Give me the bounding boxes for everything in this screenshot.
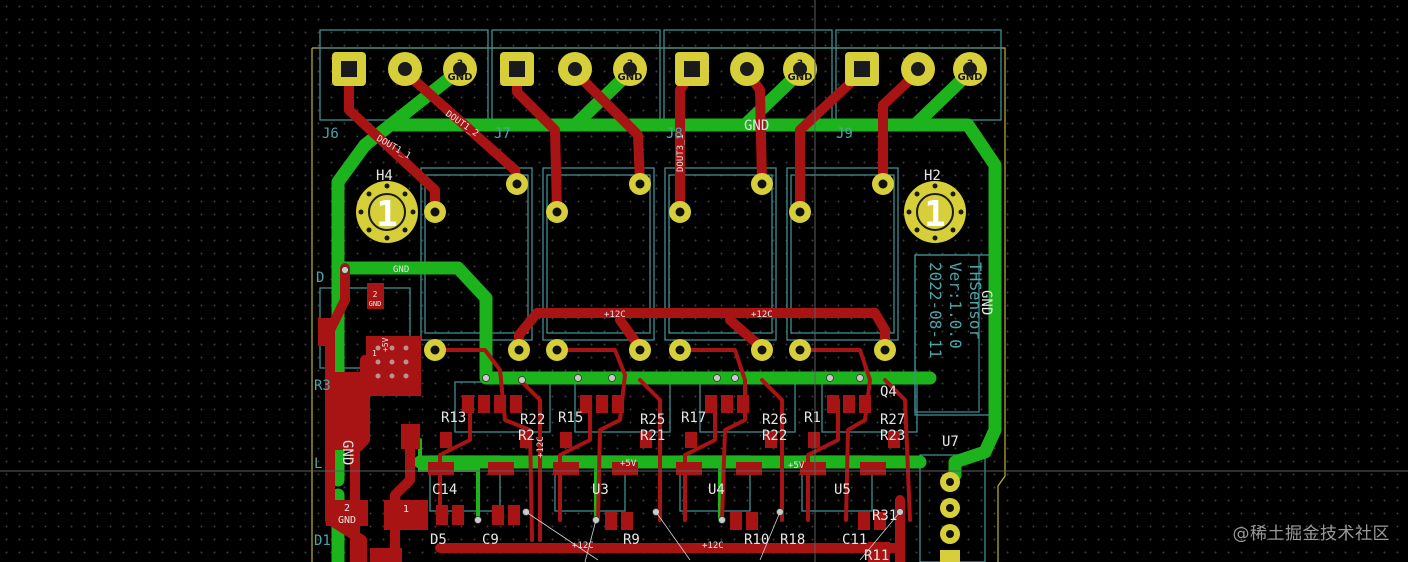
ref-r18: R18 bbox=[780, 532, 805, 548]
ref-d: D bbox=[316, 270, 324, 286]
ref-r25: R25 bbox=[640, 412, 665, 428]
j8-pin2-label: 2 bbox=[743, 63, 751, 76]
ref-c9: C9 bbox=[482, 532, 499, 548]
pad-label-1-b: 1 bbox=[403, 504, 409, 515]
ref-c11: C11 bbox=[842, 532, 867, 548]
ref-j7: J7 bbox=[494, 126, 511, 142]
ratsnest bbox=[525, 511, 901, 562]
mount-holes: 1 1 bbox=[356, 181, 966, 243]
ref-r1: R1 bbox=[804, 410, 821, 426]
ref-r13: R13 bbox=[441, 410, 466, 426]
version-text-frame bbox=[914, 254, 980, 413]
ref-d1: D1 bbox=[314, 533, 331, 549]
net-label-gnd-top: GND bbox=[744, 118, 769, 134]
ref-l: L bbox=[314, 456, 322, 472]
ref-r9: R9 bbox=[623, 532, 640, 548]
h2-pad-number: 1 bbox=[924, 194, 946, 235]
ref-r10: R10 bbox=[744, 532, 769, 548]
j9-pin3-label: GND bbox=[958, 72, 983, 83]
board-date-text: 2022-08-11 bbox=[926, 262, 945, 358]
connector-pin-labels: 1 2 GND 1 2 GND 1 2 GND 1 2 GND 3 3 3 3 bbox=[345, 59, 982, 83]
pad-label-gnd-small: GND bbox=[369, 300, 382, 308]
ref-r15: R15 bbox=[558, 410, 583, 426]
board-name-text: THSensor bbox=[966, 262, 985, 339]
j6-pin3-label: GND bbox=[448, 72, 473, 83]
bottom-copper-traces bbox=[331, 63, 1002, 562]
ref-h4: H4 bbox=[376, 168, 393, 184]
ref-h2: H2 bbox=[924, 168, 941, 184]
net-label-gnd-right: GND bbox=[978, 290, 994, 315]
pad-label-2-small: 2 bbox=[373, 290, 378, 299]
pad-labels: 2 GND 1 2 GND 1 bbox=[338, 290, 409, 526]
ref-r22a: R22 bbox=[520, 412, 545, 428]
j6-pin3-number: 3 bbox=[457, 59, 463, 69]
ref-u4: U4 bbox=[708, 482, 725, 498]
ref-r23: R23 bbox=[880, 428, 905, 444]
ref-r22b: R22 bbox=[762, 428, 787, 444]
j8-pin3-number: 3 bbox=[797, 59, 803, 69]
ref-u7: U7 bbox=[942, 434, 959, 450]
ref-r2: R2 bbox=[518, 428, 535, 444]
j9-pin3-number: 3 bbox=[967, 59, 973, 69]
j7-pin3-label: GND bbox=[618, 72, 643, 83]
j7-pin3-number: 3 bbox=[627, 59, 633, 69]
j9-pin1-label: 1 bbox=[858, 63, 866, 76]
pad-label-1-a: 1 bbox=[372, 349, 377, 358]
net-label-5v-a: +5V bbox=[620, 459, 637, 469]
j7-pin2-label: 2 bbox=[571, 63, 579, 76]
ref-c14: C14 bbox=[432, 482, 457, 498]
ref-j6: J6 bbox=[322, 126, 339, 142]
connector-pads bbox=[332, 52, 987, 86]
ref-r17: R17 bbox=[681, 410, 706, 426]
j7-pin1-label: 1 bbox=[513, 63, 521, 76]
net-label-12v-b: +12C bbox=[751, 310, 773, 320]
board-version-text-line: Ver:1.0.0 bbox=[946, 262, 965, 349]
net-label-gnd-left: GND bbox=[339, 440, 355, 465]
net-label-12v-d: +12C bbox=[572, 541, 594, 551]
board-version-text: THSensor Ver:1.0.0 2022-08-11 bbox=[926, 262, 985, 358]
net-label-5v-c: +5V bbox=[381, 337, 390, 352]
ref-r3: R3 bbox=[314, 378, 331, 394]
tht-pads bbox=[424, 173, 960, 562]
net-label-5v-b: +5V bbox=[788, 461, 805, 471]
reference-designators: J6 J7 J8 J9 H4 H2 D R3 L D1 R13 R2 R22 R… bbox=[314, 126, 959, 562]
j9-pin2-label: 2 bbox=[914, 63, 922, 76]
ref-j8: J8 bbox=[666, 126, 683, 142]
footprint-courtyards bbox=[319, 29, 1002, 562]
j6-pin1-label: 1 bbox=[345, 63, 353, 76]
pad-label-gnd: GND bbox=[338, 515, 356, 526]
j8-pin3-label: GND bbox=[788, 72, 813, 83]
net-label-12v-c: +12C bbox=[536, 436, 546, 458]
net-label-gnd-small: GND bbox=[393, 265, 409, 275]
ref-u5: U5 bbox=[834, 482, 851, 498]
ref-u3: U3 bbox=[592, 482, 609, 498]
h4-pad-number: 1 bbox=[376, 194, 398, 235]
ref-r31: R31 bbox=[872, 508, 897, 524]
via-array bbox=[375, 345, 409, 379]
ref-q4: Q4 bbox=[880, 384, 897, 400]
net-label-dout3-1: DOUT3_1 bbox=[676, 134, 686, 172]
ref-r21: R21 bbox=[640, 428, 665, 444]
j6-pin2-label: 2 bbox=[401, 63, 409, 76]
pad-label-2: 2 bbox=[344, 503, 350, 514]
ref-r11: R11 bbox=[864, 548, 889, 562]
net-label-12v-a: +12C bbox=[604, 310, 626, 320]
ref-r27: R27 bbox=[880, 412, 905, 428]
ref-j9: J9 bbox=[836, 126, 853, 142]
ref-d5: D5 bbox=[430, 532, 447, 548]
watermark-text: @稀土掘金技术社区 bbox=[1232, 524, 1390, 544]
ref-r26: R26 bbox=[762, 412, 787, 428]
vias bbox=[341, 266, 904, 524]
net-label-12v-e: +12C bbox=[702, 541, 724, 551]
j8-pin1-label: 1 bbox=[688, 63, 696, 76]
